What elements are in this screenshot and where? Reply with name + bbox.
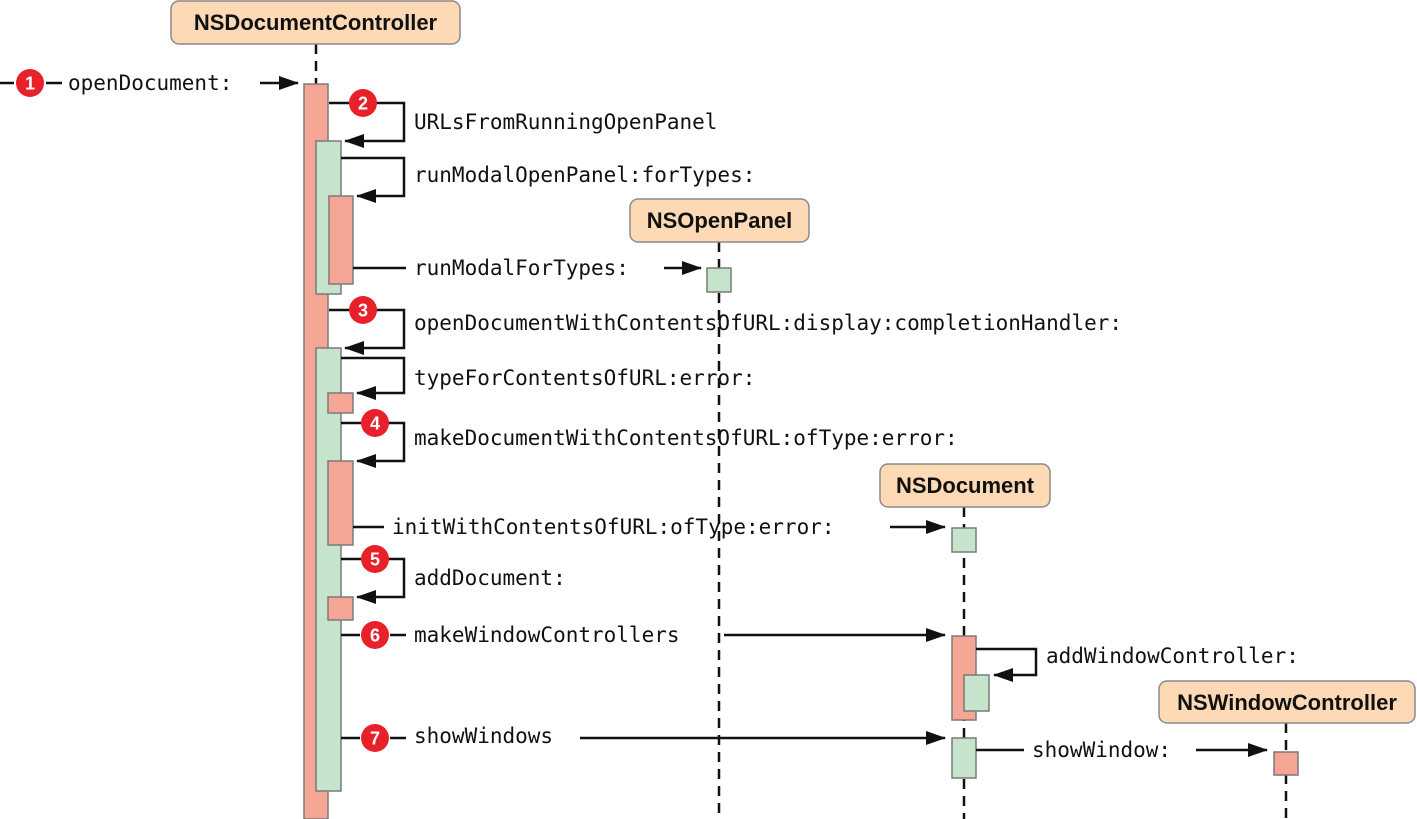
self-arrow-type-for-contents	[341, 356, 406, 400]
self-arrow-run-modal-open-panel	[341, 156, 406, 203]
message-type-for-contents: typeForContentsOfURL:error:	[414, 366, 755, 390]
object-open-panel: NSOpenPanel	[629, 198, 810, 243]
step-badge-2: 2	[349, 89, 377, 117]
message-open-document: openDocument:	[68, 71, 232, 95]
message-add-document: addDocument:	[414, 566, 566, 590]
message-show-windows: showWindows	[414, 724, 553, 748]
activation-document-show-windows	[951, 737, 977, 779]
activation-open-document-with-contents	[315, 347, 342, 792]
object-document-label: NSDocument	[896, 473, 1035, 498]
step-badge-3: 3	[349, 296, 377, 324]
object-document-controller: NSDocumentController	[170, 0, 461, 45]
step-number-5: 5	[370, 550, 380, 570]
step-number-7: 7	[370, 729, 380, 749]
message-make-window-controllers: makeWindowControllers	[414, 623, 680, 647]
step-number-1: 1	[25, 74, 35, 94]
activation-add-window-controller	[963, 674, 990, 712]
activation-document-init	[951, 527, 977, 553]
activation-open-panel	[706, 267, 732, 293]
step-number-4: 4	[370, 414, 380, 434]
message-add-window-controller: addWindowController:	[1046, 644, 1299, 668]
message-init-with-contents: initWithContentsOfURL:ofType:error:	[392, 515, 835, 539]
message-show-window: showWindow:	[1032, 738, 1171, 762]
step-badge-1: 1	[16, 69, 44, 97]
step-number-3: 3	[358, 301, 368, 321]
step-badge-7: 7	[361, 724, 389, 752]
message-make-document-with-contents: makeDocumentWithContentsOfURL:ofType:err…	[414, 426, 958, 450]
step-badge-5: 5	[361, 545, 389, 573]
self-arrow-add-window-controller	[976, 647, 1038, 682]
message-run-modal-open-panel: runModalOpenPanel:forTypes:	[414, 163, 755, 187]
activation-type-for-contents	[327, 392, 354, 414]
activation-run-modal-open-panel-inner	[328, 195, 354, 285]
object-window-controller: NSWindowController	[1158, 680, 1416, 724]
object-document: NSDocument	[879, 463, 1051, 508]
message-run-modal-for-types: runModalForTypes:	[414, 256, 629, 280]
object-window-controller-label: NSWindowController	[1177, 690, 1397, 715]
activation-window-controller	[1273, 751, 1299, 776]
object-open-panel-label: NSOpenPanel	[647, 208, 792, 233]
activation-make-document	[327, 460, 354, 546]
step-badge-6: 6	[361, 621, 389, 649]
message-urls-from-running-open-panel: URLsFromRunningOpenPanel	[414, 110, 717, 134]
step-number-6: 6	[370, 626, 380, 646]
object-document-controller-label: NSDocumentController	[194, 10, 438, 35]
step-number-2: 2	[358, 94, 368, 114]
step-badge-4: 4	[361, 409, 389, 437]
activation-add-document	[327, 596, 354, 621]
message-open-document-with-contents: openDocumentWithContentsOfURL:display:co…	[414, 311, 1122, 335]
